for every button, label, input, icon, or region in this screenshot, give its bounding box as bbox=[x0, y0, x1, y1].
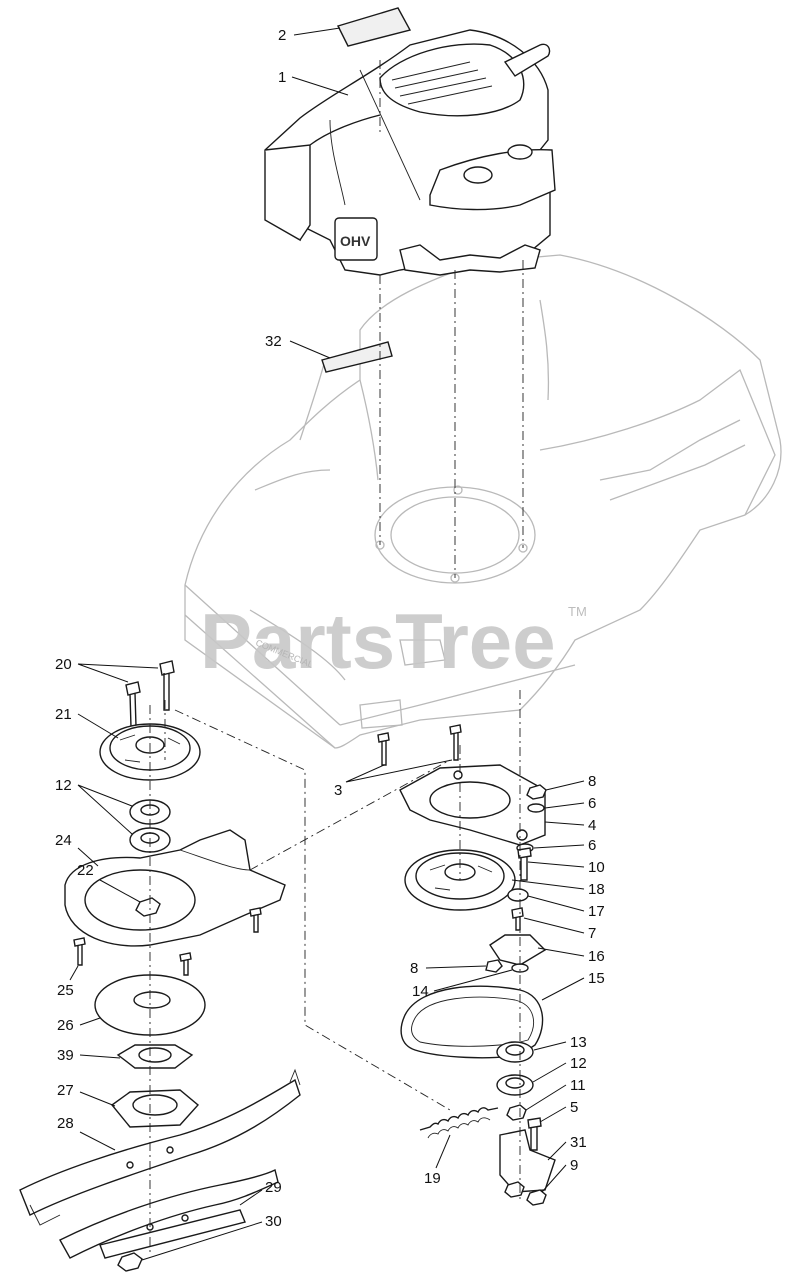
left-blade-assembly bbox=[19, 660, 301, 1272]
callout-18: 18 bbox=[588, 881, 605, 898]
callout-2: 2 bbox=[278, 27, 286, 44]
callout-31: 31 bbox=[570, 1134, 587, 1151]
callout-13: 13 bbox=[570, 1034, 587, 1051]
callout-5: 5 bbox=[570, 1099, 578, 1116]
callout-10: 10 bbox=[588, 859, 605, 876]
callout-28: 28 bbox=[57, 1115, 74, 1132]
callout-39: 39 bbox=[57, 1047, 74, 1064]
callout-3: 3 bbox=[334, 782, 342, 799]
callout-9: 9 bbox=[570, 1157, 578, 1174]
callout-27: 27 bbox=[57, 1082, 74, 1099]
callout-14: 14 bbox=[412, 983, 429, 1000]
decal-2 bbox=[337, 7, 412, 47]
engine-badge: OHV bbox=[340, 233, 371, 249]
callout-12-right: 12 bbox=[570, 1055, 587, 1072]
decal-32 bbox=[321, 341, 393, 373]
callout-8-top: 8 bbox=[588, 773, 596, 790]
callout-32: 32 bbox=[265, 333, 282, 350]
callout-4: 4 bbox=[588, 817, 596, 834]
callout-24: 24 bbox=[55, 832, 72, 849]
callout-30: 30 bbox=[265, 1213, 282, 1230]
right-idler-assembly bbox=[377, 690, 556, 1206]
callout-26: 26 bbox=[57, 1017, 74, 1034]
callout-7: 7 bbox=[588, 925, 596, 942]
callout-15: 15 bbox=[588, 970, 605, 987]
callout-8-bottom: 8 bbox=[410, 960, 418, 977]
callout-1: 1 bbox=[278, 69, 286, 86]
callout-21: 21 bbox=[55, 706, 72, 723]
callout-29: 29 bbox=[265, 1179, 282, 1196]
callout-11: 11 bbox=[570, 1077, 586, 1094]
callout-layer: 2 1 32 20 21 12 24 22 25 26 39 27 28 29 … bbox=[55, 27, 605, 1261]
callout-16: 16 bbox=[588, 948, 605, 965]
mower-deck-ghost bbox=[184, 254, 782, 749]
callout-17: 17 bbox=[588, 903, 605, 920]
callout-12-left: 12 bbox=[55, 777, 72, 794]
callout-6-top: 6 bbox=[588, 795, 596, 812]
engine: OHV bbox=[264, 29, 556, 276]
callout-19: 19 bbox=[424, 1170, 441, 1187]
callout-22: 22 bbox=[77, 862, 94, 879]
watermark-text: PartsTree bbox=[200, 597, 556, 685]
callout-25: 25 bbox=[57, 982, 74, 999]
callout-20: 20 bbox=[55, 656, 72, 673]
callout-6-bottom: 6 bbox=[588, 837, 596, 854]
watermark-tm: TM bbox=[568, 604, 587, 619]
